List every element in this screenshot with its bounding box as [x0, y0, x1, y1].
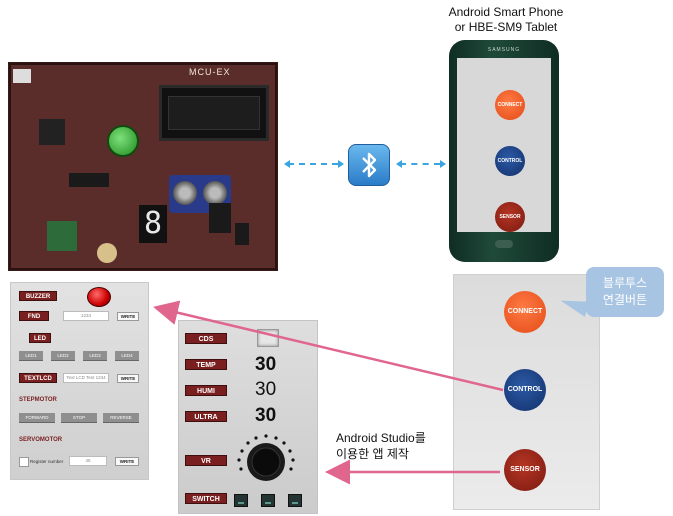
fnd-write-button[interactable]: WRITE	[117, 312, 139, 321]
smartphone: SAMSUNG CONNECT CONTROL SENSOR	[449, 40, 559, 262]
fnd-label: FND	[19, 311, 49, 321]
cds-label: CDS	[185, 333, 227, 344]
led-label: LED	[29, 333, 51, 343]
stepmotor-stop-button[interactable]: STOP	[61, 413, 97, 422]
phone-brand: SAMSUNG	[487, 47, 521, 53]
ultra-label: ULTRA	[185, 411, 227, 422]
bluetooth-icon	[348, 144, 390, 186]
led3-button[interactable]: LED3	[83, 351, 107, 360]
servo-checkbox[interactable]	[19, 457, 29, 467]
switch-label: SWITCH	[185, 493, 227, 504]
board-bluetooth-module	[47, 221, 77, 251]
led2-button[interactable]: LED2	[51, 351, 75, 360]
servomotor-label: SERVOMOTOR	[19, 437, 63, 443]
textlcd-label: TEXTLCD	[19, 373, 57, 383]
temp-label: TEMP	[185, 359, 227, 370]
temp-value: 30	[255, 354, 277, 375]
android-studio-note-line1: Android Studio를	[336, 431, 426, 445]
android-studio-note-line2: 이용한 앱 제작	[336, 447, 409, 461]
link-dash-left	[288, 163, 338, 165]
textlcd-input[interactable]: Text LCD Test 1234	[63, 373, 109, 383]
board-variable-resistor	[107, 125, 139, 157]
link-arrowhead-right	[440, 160, 446, 168]
servo-write-button[interactable]: WRITE	[115, 457, 139, 466]
mcu-board-photo: MCU-EX 8	[8, 62, 278, 271]
board-chip	[69, 173, 109, 187]
board-chip	[235, 223, 249, 245]
phone-control-button[interactable]: CONTROL	[495, 146, 525, 176]
android-studio-note: Android Studio를 이용한 앱 제작	[336, 430, 426, 462]
phone-screen: CONNECT CONTROL SENSOR	[457, 58, 551, 232]
board-cds-sensor	[97, 243, 117, 263]
sensor-screen: CDS TEMP 30 HUMI 30 ULTRA 30 VR SWITCH	[178, 320, 318, 514]
stepmotor-reverse-button[interactable]: REVERSE	[103, 413, 139, 422]
board-seven-segment: 8	[139, 205, 167, 243]
app-main-screen: CONNECT CONTROL SENSOR	[453, 274, 600, 510]
link-arrowhead-right-in	[396, 160, 402, 168]
phone-home-button	[495, 240, 513, 248]
vr-label: VR	[185, 455, 227, 466]
servo-checkbox-label: Register number	[30, 459, 64, 464]
board-title: MCU-EX	[189, 67, 231, 77]
link-arrowhead-left-in	[338, 160, 344, 168]
connect-button[interactable]: CONNECT	[504, 291, 546, 333]
textlcd-write-button[interactable]: WRITE	[117, 374, 139, 383]
stepmotor-label: STEPMOTOR	[19, 397, 57, 403]
switch-2[interactable]	[261, 494, 275, 507]
ultra-value: 30	[255, 405, 277, 426]
servo-input[interactable]: 45	[69, 456, 107, 466]
buzzer-label: BUZZER	[19, 291, 57, 301]
buzzer-toggle[interactable]	[87, 287, 111, 307]
fnd-input[interactable]: 1234	[63, 311, 109, 321]
board-chip	[209, 203, 231, 233]
arrow-control-to-control-screen	[153, 300, 504, 392]
stepmotor-forward-button[interactable]: FORWARD	[19, 413, 55, 422]
phone-sensor-button[interactable]: SENSOR	[495, 202, 525, 232]
bluetooth-connect-callout: 블루투스 연결버튼	[558, 267, 664, 317]
board-buzzer	[39, 119, 65, 145]
led1-button[interactable]: LED1	[19, 351, 43, 360]
led4-button[interactable]: LED4	[115, 351, 139, 360]
callout-line1: 블루투스	[602, 276, 648, 290]
switch-1[interactable]	[234, 494, 248, 507]
link-dash-right	[400, 163, 440, 165]
control-screen: BUZZER FND 1234 WRITE LED LED1 LED2 LED3…	[10, 282, 149, 480]
link-arrowhead-left	[284, 160, 290, 168]
sensor-button[interactable]: SENSOR	[504, 449, 546, 491]
board-connector	[13, 69, 31, 83]
phone-caption-line1: Android Smart Phone	[448, 5, 564, 19]
phone-connect-button[interactable]: CONNECT	[495, 90, 525, 120]
humi-label: HUMI	[185, 385, 227, 396]
board-ultrasonic-sensor	[169, 175, 231, 213]
vr-dial[interactable]	[235, 433, 299, 485]
callout-line2: 연결버튼	[602, 293, 648, 307]
control-button[interactable]: CONTROL	[504, 369, 546, 411]
switch-3[interactable]	[288, 494, 302, 507]
board-lcd	[159, 85, 269, 141]
phone-caption: Android Smart Phone or HBE-SM9 Tablet	[438, 5, 574, 35]
phone-caption-line2: or HBE-SM9 Tablet	[454, 20, 558, 34]
humi-value: 30	[255, 379, 277, 400]
